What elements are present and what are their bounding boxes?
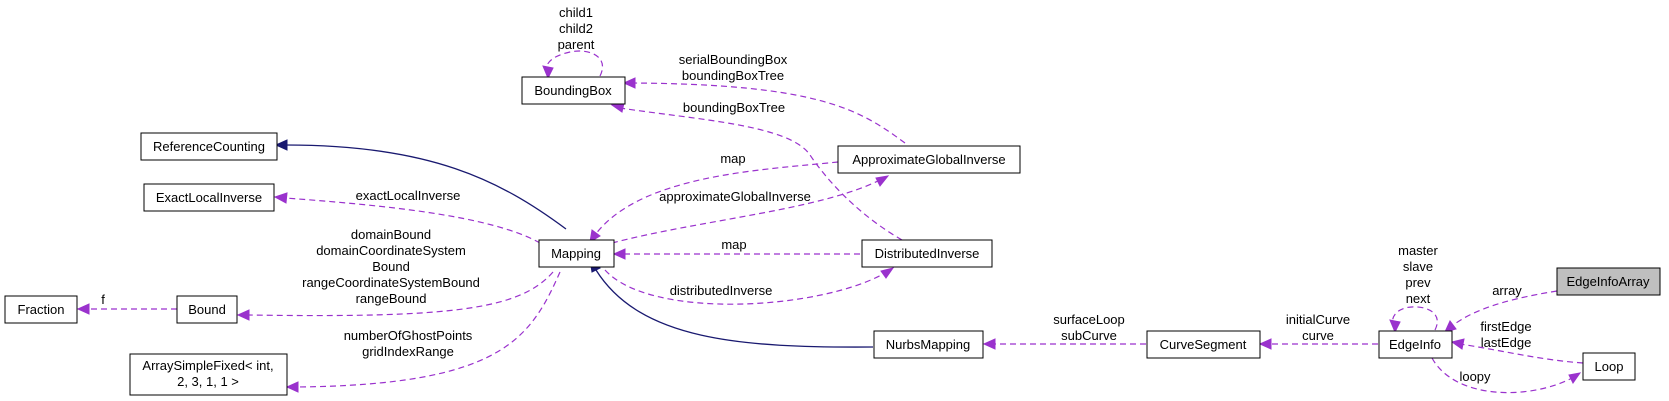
- node-nurbsmapping[interactable]: NurbsMapping: [873, 330, 984, 359]
- svg-text:Loop: Loop: [1595, 359, 1624, 374]
- svg-text:Mapping: Mapping: [551, 246, 601, 261]
- svg-text:NurbsMapping: NurbsMapping: [886, 337, 971, 352]
- edge-di-to-mapping: [612, 248, 860, 260]
- svg-text:Fraction: Fraction: [18, 302, 65, 317]
- svg-text:ArraySimpleFixed< int,: ArraySimpleFixed< int,: [142, 358, 273, 373]
- label-cs-nurbs-1: surfaceLoop: [1053, 312, 1125, 327]
- label-mapping-bound-3: Bound: [372, 259, 410, 274]
- node-bound[interactable]: Bound: [176, 295, 238, 324]
- label-edgeinfo-self-2: slave: [1403, 259, 1433, 274]
- label-eia-edgeinfo: array: [1492, 283, 1522, 298]
- label-ei-cs-1: initialCurve: [1286, 312, 1350, 327]
- edge-curvesegment-to-nurbsmapping: [982, 338, 1146, 350]
- svg-text:BoundingBox: BoundingBox: [534, 83, 612, 98]
- svg-text:Bound: Bound: [188, 302, 226, 317]
- node-exactlocalinverse[interactable]: ExactLocalInverse: [143, 183, 275, 212]
- label-edgeinfo-self-4: next: [1406, 291, 1431, 306]
- label-mapping-bound-2: domainCoordinateSystem: [316, 243, 466, 258]
- label-ei-cs-2: curve: [1302, 328, 1334, 343]
- label-mapping-bound-4: rangeCoordinateSystemBound: [302, 275, 480, 290]
- edge-mapping-to-agi: [611, 175, 890, 244]
- svg-text:CurveSegment: CurveSegment: [1160, 337, 1247, 352]
- svg-text:ExactLocalInverse: ExactLocalInverse: [156, 190, 262, 205]
- edge-edgeinfo-to-curvesegment: [1258, 338, 1378, 350]
- node-mapping[interactable]: Mapping: [538, 239, 615, 268]
- node-referencecounting[interactable]: ReferenceCounting: [140, 132, 278, 161]
- label-loop-ei-1: firstEdge: [1480, 319, 1531, 334]
- svg-text:DistributedInverse: DistributedInverse: [875, 246, 980, 261]
- label-di-bbox: boundingBoxTree: [683, 100, 785, 115]
- edge-boundingbox-self: [542, 50, 603, 80]
- label-agi-bbox-1: serialBoundingBox: [679, 52, 788, 67]
- svg-text:ApproximateGlobalInverse: ApproximateGlobalInverse: [852, 152, 1005, 167]
- node-fraction[interactable]: Fraction: [4, 295, 78, 324]
- label-mapping-bound-1: domainBound: [351, 227, 431, 242]
- edge-mapping-to-arraysimplefixed: [285, 271, 561, 393]
- edge-loop-to-edgeinfo: [1450, 338, 1584, 364]
- label-mapping-asf-1: numberOfGhostPoints: [344, 328, 473, 343]
- edge-edgeinfo-to-loop: [1431, 357, 1582, 394]
- edge-nurbsmapping-to-mapping: [589, 258, 874, 348]
- edge-mapping-to-bound: [236, 271, 554, 321]
- svg-text:ReferenceCounting: ReferenceCounting: [153, 139, 265, 154]
- label-loop-ei-2: lastEdge: [1481, 335, 1532, 350]
- svg-text:EdgeInfoArray: EdgeInfoArray: [1566, 274, 1650, 289]
- label-cs-nurbs-2: subCurve: [1061, 328, 1117, 343]
- edge-bound-to-fraction: [76, 303, 177, 315]
- label-bbox-self-3: parent: [558, 37, 595, 52]
- node-approximateglobalinverse[interactable]: ApproximateGlobalInverse: [837, 145, 1021, 174]
- label-bbox-self-2: child2: [559, 21, 593, 36]
- edge-mapping-to-exactlocalinverse: [273, 192, 541, 244]
- node-edgeinfo[interactable]: EdgeInfo: [1378, 330, 1453, 359]
- node-edgeinfoarray[interactable]: EdgeInfoArray: [1556, 267, 1661, 296]
- edge-agi-to-boundingbox: [622, 77, 906, 144]
- label-agi-mapping: map: [720, 151, 745, 166]
- label-eli-mapping: exactLocalInverse: [356, 188, 461, 203]
- label-mapping-di: distributedInverse: [670, 283, 773, 298]
- label-bbox-self-1: child1: [559, 5, 593, 20]
- edge-agi-to-mapping: [589, 161, 839, 243]
- label-edgeinfo-self-3: prev: [1405, 275, 1431, 290]
- svg-text:EdgeInfo: EdgeInfo: [1389, 337, 1441, 352]
- svg-text:2, 3, 1, 1 >: 2, 3, 1, 1 >: [177, 374, 239, 389]
- node-distributedinverse[interactable]: DistributedInverse: [861, 239, 993, 268]
- edge-edgeinfo-self: [1389, 306, 1438, 334]
- label-ei-loop: loopy: [1459, 369, 1491, 384]
- edge-mapping-to-referencecounting: [274, 139, 567, 230]
- node-curvesegment[interactable]: CurveSegment: [1146, 330, 1261, 359]
- label-agi-bbox-2: boundingBoxTree: [682, 68, 784, 83]
- node-arraysimplefixed[interactable]: ArraySimpleFixed< int, 2, 3, 1, 1 >: [129, 353, 288, 396]
- label-mapping-asf-2: gridIndexRange: [362, 344, 454, 359]
- label-mapping-agi: approximateGlobalInverse: [659, 189, 811, 204]
- node-loop[interactable]: Loop: [1582, 352, 1636, 381]
- label-bound-fraction: f: [101, 292, 105, 307]
- label-mapping-bound-5: rangeBound: [356, 291, 427, 306]
- label-di-mapping: map: [721, 237, 746, 252]
- label-edgeinfo-self-1: master: [1398, 243, 1438, 258]
- node-boundingbox[interactable]: BoundingBox: [521, 76, 626, 105]
- edge-mapping-to-di: [604, 267, 895, 305]
